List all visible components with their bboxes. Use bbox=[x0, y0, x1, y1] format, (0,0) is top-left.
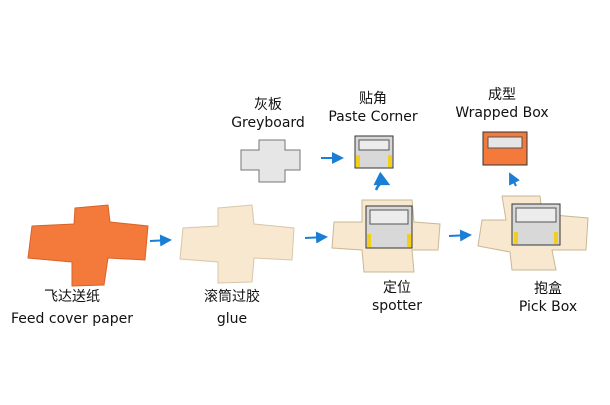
pick-box-graphic bbox=[477, 195, 589, 271]
glued-paper-shape bbox=[179, 204, 295, 284]
spotter-label-en: spotter bbox=[371, 298, 423, 314]
greyboard-label: 灰板 Greyboard bbox=[231, 97, 305, 132]
greyboard-shape bbox=[240, 139, 301, 183]
greyboard-label-en: Greyboard bbox=[231, 115, 305, 131]
wrapped-box bbox=[482, 131, 528, 166]
greyboard-label-zh: 灰板 bbox=[254, 97, 282, 113]
glue-label: 滚筒过胶 glue bbox=[204, 289, 260, 328]
paste-label-zh: 贴角 bbox=[359, 91, 387, 107]
arrow-4 bbox=[448, 229, 472, 242]
feed-label: 飞达送纸 Feed cover paper bbox=[11, 289, 133, 328]
cover-paper-shape bbox=[27, 204, 149, 287]
wrapped-label-en: Wrapped Box bbox=[455, 105, 549, 121]
pick-label: 抱盒 Pick Box bbox=[519, 281, 577, 316]
arrow-1 bbox=[149, 234, 172, 247]
spotter-label: 定位 spotter bbox=[372, 280, 422, 315]
spotter-graphic bbox=[331, 199, 441, 273]
wrapped-label: 成型 Wrapped Box bbox=[455, 87, 548, 122]
spotter-label-zh: 定位 bbox=[383, 280, 411, 296]
paste-label-en: Paste Corner bbox=[328, 109, 418, 125]
paste-corner-box bbox=[354, 135, 394, 169]
feed-label-en: Feed cover paper bbox=[11, 311, 133, 327]
curved-arrow bbox=[373, 171, 391, 191]
arrow-2 bbox=[304, 231, 328, 244]
pick-label-zh: 抱盒 bbox=[534, 281, 562, 297]
glue-label-en: glue bbox=[216, 311, 248, 327]
paste-label: 贴角 Paste Corner bbox=[328, 91, 417, 126]
pick-label-en: Pick Box bbox=[518, 299, 578, 315]
feed-label-zh: 飞达送纸 bbox=[43, 289, 100, 305]
wrapped-label-zh: 成型 bbox=[487, 87, 516, 103]
glue-label-zh: 滚筒过胶 bbox=[204, 289, 260, 305]
arrow-5 bbox=[509, 172, 520, 187]
